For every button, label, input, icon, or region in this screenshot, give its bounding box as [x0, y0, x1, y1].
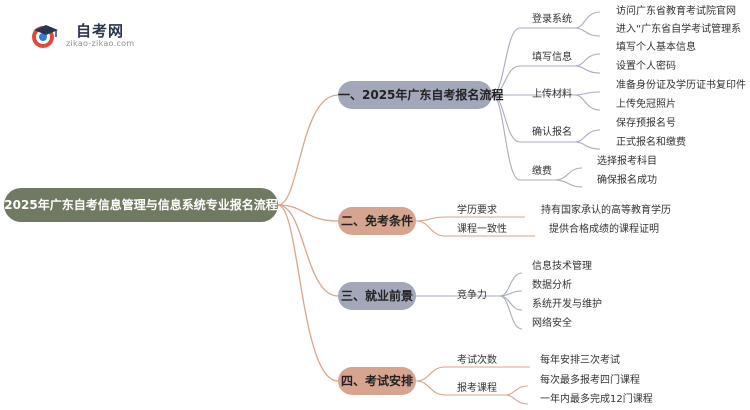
section-node-2[interactable]: 二、免考条件: [338, 207, 416, 235]
leaf-save-number[interactable]: 保存预报名号: [616, 118, 676, 129]
edge-c3-l1: [574, 91, 601, 96]
section-node-1[interactable]: 一、2025年广东自考报名流程: [338, 81, 503, 109]
edge-sec4-c2: [415, 380, 505, 396]
root-node[interactable]: 2025年广东自考信息管理与信息系统专业报名流程: [4, 188, 278, 222]
edge-sec1-c2: [491, 65, 575, 96]
edge-c4-l2: [574, 141, 601, 150]
edge-c1-l2: [574, 27, 601, 37]
section-node-3[interactable]: 三、就业前景: [338, 282, 416, 310]
logo-title: 自考网: [76, 22, 125, 40]
edge-c2-l1: [574, 53, 601, 67]
leaf-three-times[interactable]: 每年安排三次考试: [540, 355, 620, 366]
branch-payment[interactable]: 缴费: [532, 166, 552, 177]
edge-sec2-c2: [415, 220, 535, 237]
leaf-photo[interactable]: 上传免冠照片: [616, 99, 676, 110]
edge-c1-l1: [574, 11, 601, 29]
leaf-four-courses[interactable]: 每次最多报考四门课程: [540, 375, 640, 386]
edge-sec1-c5: [491, 94, 555, 181]
edge-sec1-c1: [491, 27, 575, 96]
edge-sec4-c2-l2: [504, 394, 529, 405]
edge-sec4-c1: [415, 366, 530, 382]
leaf-network-security[interactable]: 网络安全: [532, 318, 572, 329]
branch-education[interactable]: 学历要求: [457, 205, 497, 216]
branch-confirm[interactable]: 确认报名: [532, 127, 572, 138]
leaf-data-analysis[interactable]: 数据分析: [532, 280, 572, 291]
section-node-4[interactable]: 四、考试安排: [338, 367, 416, 395]
leaf-ensure-success[interactable]: 确保报名成功: [597, 175, 657, 186]
edge-sec3-l1: [499, 272, 523, 297]
branch-competitiveness[interactable]: 竞争力: [457, 290, 487, 301]
edge-root-sec4: [277, 204, 339, 382]
leaf-visit-site[interactable]: 访问广东省教育考试院官网: [616, 6, 736, 17]
edge-c3-l2: [574, 94, 601, 111]
logo-url: zikao-zikao.com: [66, 39, 135, 48]
edge-c5-l1: [554, 167, 583, 181]
leaf-choose-subject[interactable]: 选择报考科目: [597, 156, 657, 167]
leaf-it-management[interactable]: 信息技术管理: [532, 261, 592, 272]
leaf-register-pay[interactable]: 正式报名和缴费: [616, 137, 686, 148]
leaf-score-proof[interactable]: 提供合格成绩的课程证明: [549, 224, 659, 235]
edge-sec4-c2-l1: [504, 385, 529, 396]
edge-root-sec3: [277, 204, 339, 297]
edge-c4-l1: [574, 129, 601, 143]
branch-login[interactable]: 登录系统: [532, 14, 572, 25]
edge-c2-l2: [574, 65, 601, 74]
edge-c5-l2: [554, 179, 583, 188]
leaf-degree[interactable]: 持有国家承认的高等教育学历: [541, 205, 671, 216]
graduation-cap-icon: [32, 25, 58, 48]
leaf-password[interactable]: 设置个人密码: [616, 61, 676, 72]
leaf-system-dev[interactable]: 系统开发与维护: [532, 299, 602, 310]
branch-exam-count[interactable]: 考试次数: [457, 355, 497, 366]
edge-sec1-c4: [491, 94, 575, 143]
branch-fill-info[interactable]: 填写信息: [532, 52, 572, 63]
edge-root-sec1: [277, 94, 339, 206]
edge-root-sec2: [277, 204, 339, 222]
leaf-enter-system[interactable]: 进入“广东省自学考试管理系: [616, 24, 742, 35]
leaf-basic-info[interactable]: 填写个人基本信息: [616, 42, 696, 53]
edge-sec3-l2: [499, 290, 523, 297]
edge-sec2-c1: [415, 216, 525, 222]
branch-course-match[interactable]: 课程一致性: [457, 224, 507, 235]
branch-exam-courses[interactable]: 报考课程: [457, 383, 497, 394]
leaf-id-copy[interactable]: 准备身份证及学历证书复印件: [616, 80, 746, 91]
edge-sec3-l4: [499, 295, 523, 330]
leaf-twelve-courses[interactable]: 一年内最多完成12门课程: [540, 394, 653, 405]
branch-upload[interactable]: 上传材料: [532, 89, 572, 100]
site-logo[interactable]: 自考网 zikao-zikao.com: [30, 20, 140, 52]
